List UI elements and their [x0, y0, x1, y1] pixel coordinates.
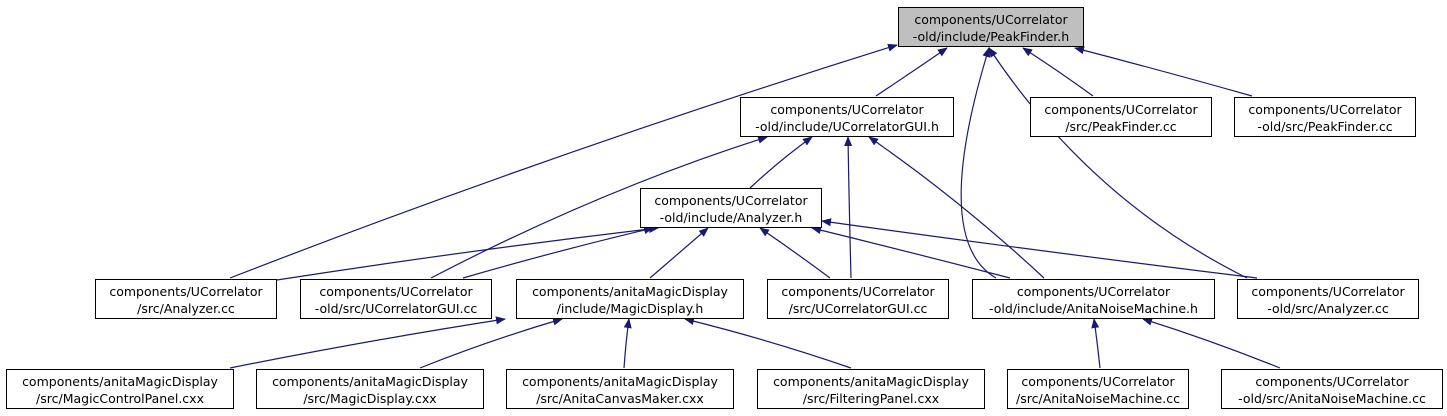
node-label-line2: /src/MagicDisplay.cxx — [303, 391, 437, 406]
dependency-edge — [229, 316, 506, 369]
node-peakfinder-h: components/UCorrelator -old/include/Peak… — [898, 7, 1084, 47]
node-label-line1: components/UCorrelator — [1248, 102, 1402, 117]
dependency-edge — [960, 47, 997, 279]
node-label-line1: components/UCorrelator — [1044, 102, 1198, 117]
node-label-line1: components/anitaMagicDisplay — [22, 374, 218, 389]
node-label-line2: -old/src/Analyzer.cc — [1267, 301, 1389, 316]
node-label-line1: components/UCorrelator — [1016, 284, 1171, 299]
node-ucorrelatorgui-old-cc[interactable]: components/UCorrelator -old/src/UCorrela… — [300, 279, 492, 319]
node-label-line1: components/anitaMagicDisplay — [532, 284, 728, 299]
node-label-line2: -old/include/UCorrelatorGUI.h — [755, 119, 939, 134]
node-label-line1: components/UCorrelator — [1255, 374, 1409, 389]
dependency-edge — [649, 227, 709, 279]
node-ucorrelatorgui-cc[interactable]: components/UCorrelator /src/UCorrelatorG… — [767, 279, 949, 319]
dependency-edge — [868, 136, 1045, 279]
node-label-line1: components/anitaMagicDisplay — [272, 374, 468, 389]
dependency-edge — [749, 136, 813, 189]
dependency-edge — [684, 317, 852, 369]
node-label-line2: -old/src/AnitaNoiseMachine.cc — [1238, 391, 1426, 406]
node-label-line1: components/UCorrelator — [770, 102, 924, 117]
node-label-line2: -old/include/Analyzer.h — [659, 210, 803, 225]
node-label-line2: /src/FilteringPanel.cxx — [802, 391, 940, 406]
node-label-line1: components/UCorrelator — [1021, 374, 1175, 389]
node-anitanoisemachine-old-cc[interactable]: components/UCorrelator -old/src/AnitaNoi… — [1221, 369, 1443, 409]
node-label-line1: components/anitaMagicDisplay — [522, 374, 718, 389]
dependency-edge — [623, 318, 632, 369]
node-analyzer-h[interactable]: components/UCorrelator -old/include/Anal… — [640, 188, 822, 228]
node-anitanoisemachine-cc[interactable]: components/UCorrelator /src/AnitaNoiseMa… — [1007, 369, 1189, 409]
node-label-line2: /src/MagicControlPanel.cxx — [36, 391, 204, 406]
node-label-line1: components/UCorrelator — [654, 193, 808, 208]
node-magiccontrolpanel-cxx[interactable]: components/anitaMagicDisplay /src/MagicC… — [6, 369, 234, 409]
dependency-edge — [875, 47, 948, 97]
dependency-edge — [430, 135, 768, 279]
node-label-line2: /include/MagicDisplay.h — [556, 301, 704, 316]
node-label-line1: components/UCorrelator — [781, 284, 935, 299]
node-label-line1: components/anitaMagicDisplay — [773, 374, 969, 389]
node-filteringpanel-cxx[interactable]: components/anitaMagicDisplay /src/Filter… — [757, 369, 985, 409]
node-anitacanvasmaker-cxx[interactable]: components/anitaMagicDisplay /src/AnitaC… — [506, 369, 734, 409]
node-magicdisplay-cxx[interactable]: components/anitaMagicDisplay /src/MagicD… — [256, 369, 484, 409]
dependency-edge — [811, 226, 1011, 279]
node-analyzer-old-cc[interactable]: components/UCorrelator -old/src/Analyzer… — [1237, 279, 1419, 319]
dependency-edge — [844, 136, 853, 279]
dependency-edges — [229, 43, 1281, 369]
node-label-line1: components/UCorrelator — [1251, 284, 1405, 299]
node-label-line2: -old/src/UCorrelatorGUI.cc — [314, 301, 478, 316]
dependency-edge — [1074, 46, 1253, 97]
node-analyzer-cc[interactable]: components/UCorrelator /src/Analyzer.cc — [95, 279, 277, 319]
node-label-line2: /src/PeakFinder.cc — [1065, 119, 1177, 134]
dependency-edge — [419, 317, 563, 369]
node-label-line2: /src/Analyzer.cc — [137, 301, 235, 316]
dependency-edge — [821, 218, 1258, 279]
node-label-line1: components/UCorrelator — [109, 284, 263, 299]
node-label-line1: components/UCorrelator — [319, 284, 473, 299]
node-magicdisplay-h[interactable]: components/anitaMagicDisplay /include/Ma… — [516, 279, 744, 319]
node-label-line2: -old/src/PeakFinder.cc — [1257, 119, 1393, 134]
dependency-edge — [988, 47, 1248, 279]
dependency-edge — [1022, 47, 1094, 97]
node-ucorrelatorgui-h[interactable]: components/UCorrelator -old/include/UCor… — [740, 97, 954, 137]
node-label-line1: components/UCorrelator — [914, 12, 1068, 27]
node-label-line2: /src/AnitaCanvasMaker.cxx — [536, 391, 704, 406]
node-label-line2: -old/include/PeakFinder.h — [912, 29, 1070, 44]
node-anitanoisemachine-h[interactable]: components/UCorrelator -old/include/Anit… — [972, 279, 1215, 319]
dependency-edge — [1142, 317, 1281, 369]
dependency-edge — [1091, 318, 1101, 369]
node-label-line2: -old/include/AnitaNoiseMachine.h — [989, 301, 1198, 316]
dependency-edge — [229, 43, 898, 279]
node-label-line2: /src/AnitaNoiseMachine.cc — [1016, 391, 1180, 406]
dependency-edge — [759, 227, 831, 279]
node-peakfinder-cc[interactable]: components/UCorrelator /src/PeakFinder.c… — [1030, 97, 1212, 137]
node-label-line2: /src/UCorrelatorGUI.cc — [788, 301, 928, 316]
dependency-edge — [462, 226, 654, 279]
node-peakfinder-old-cc[interactable]: components/UCorrelator -old/src/PeakFind… — [1234, 97, 1416, 137]
dependency-edge — [276, 225, 659, 281]
